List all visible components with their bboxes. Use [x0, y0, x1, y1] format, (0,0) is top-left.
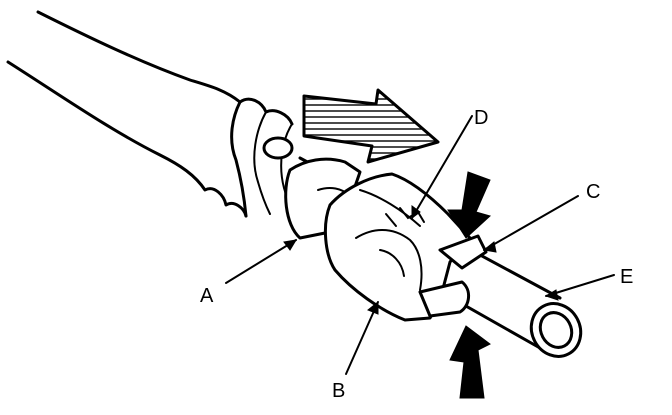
- squeeze-arrow-bottom: [449, 325, 491, 399]
- tab-c: [438, 234, 488, 270]
- push-direction-arrow: [302, 88, 440, 164]
- squeeze-arrow-top: [447, 171, 491, 239]
- hose: [6, 10, 299, 221]
- label-a: A: [200, 285, 214, 307]
- label-c: C: [586, 181, 600, 203]
- label-e: E: [620, 266, 633, 288]
- label-b: B: [332, 380, 345, 402]
- leader-lines: [225, 115, 615, 375]
- hose-nub: [262, 136, 294, 160]
- lower-tab: [418, 280, 470, 318]
- label-d: D: [474, 107, 488, 129]
